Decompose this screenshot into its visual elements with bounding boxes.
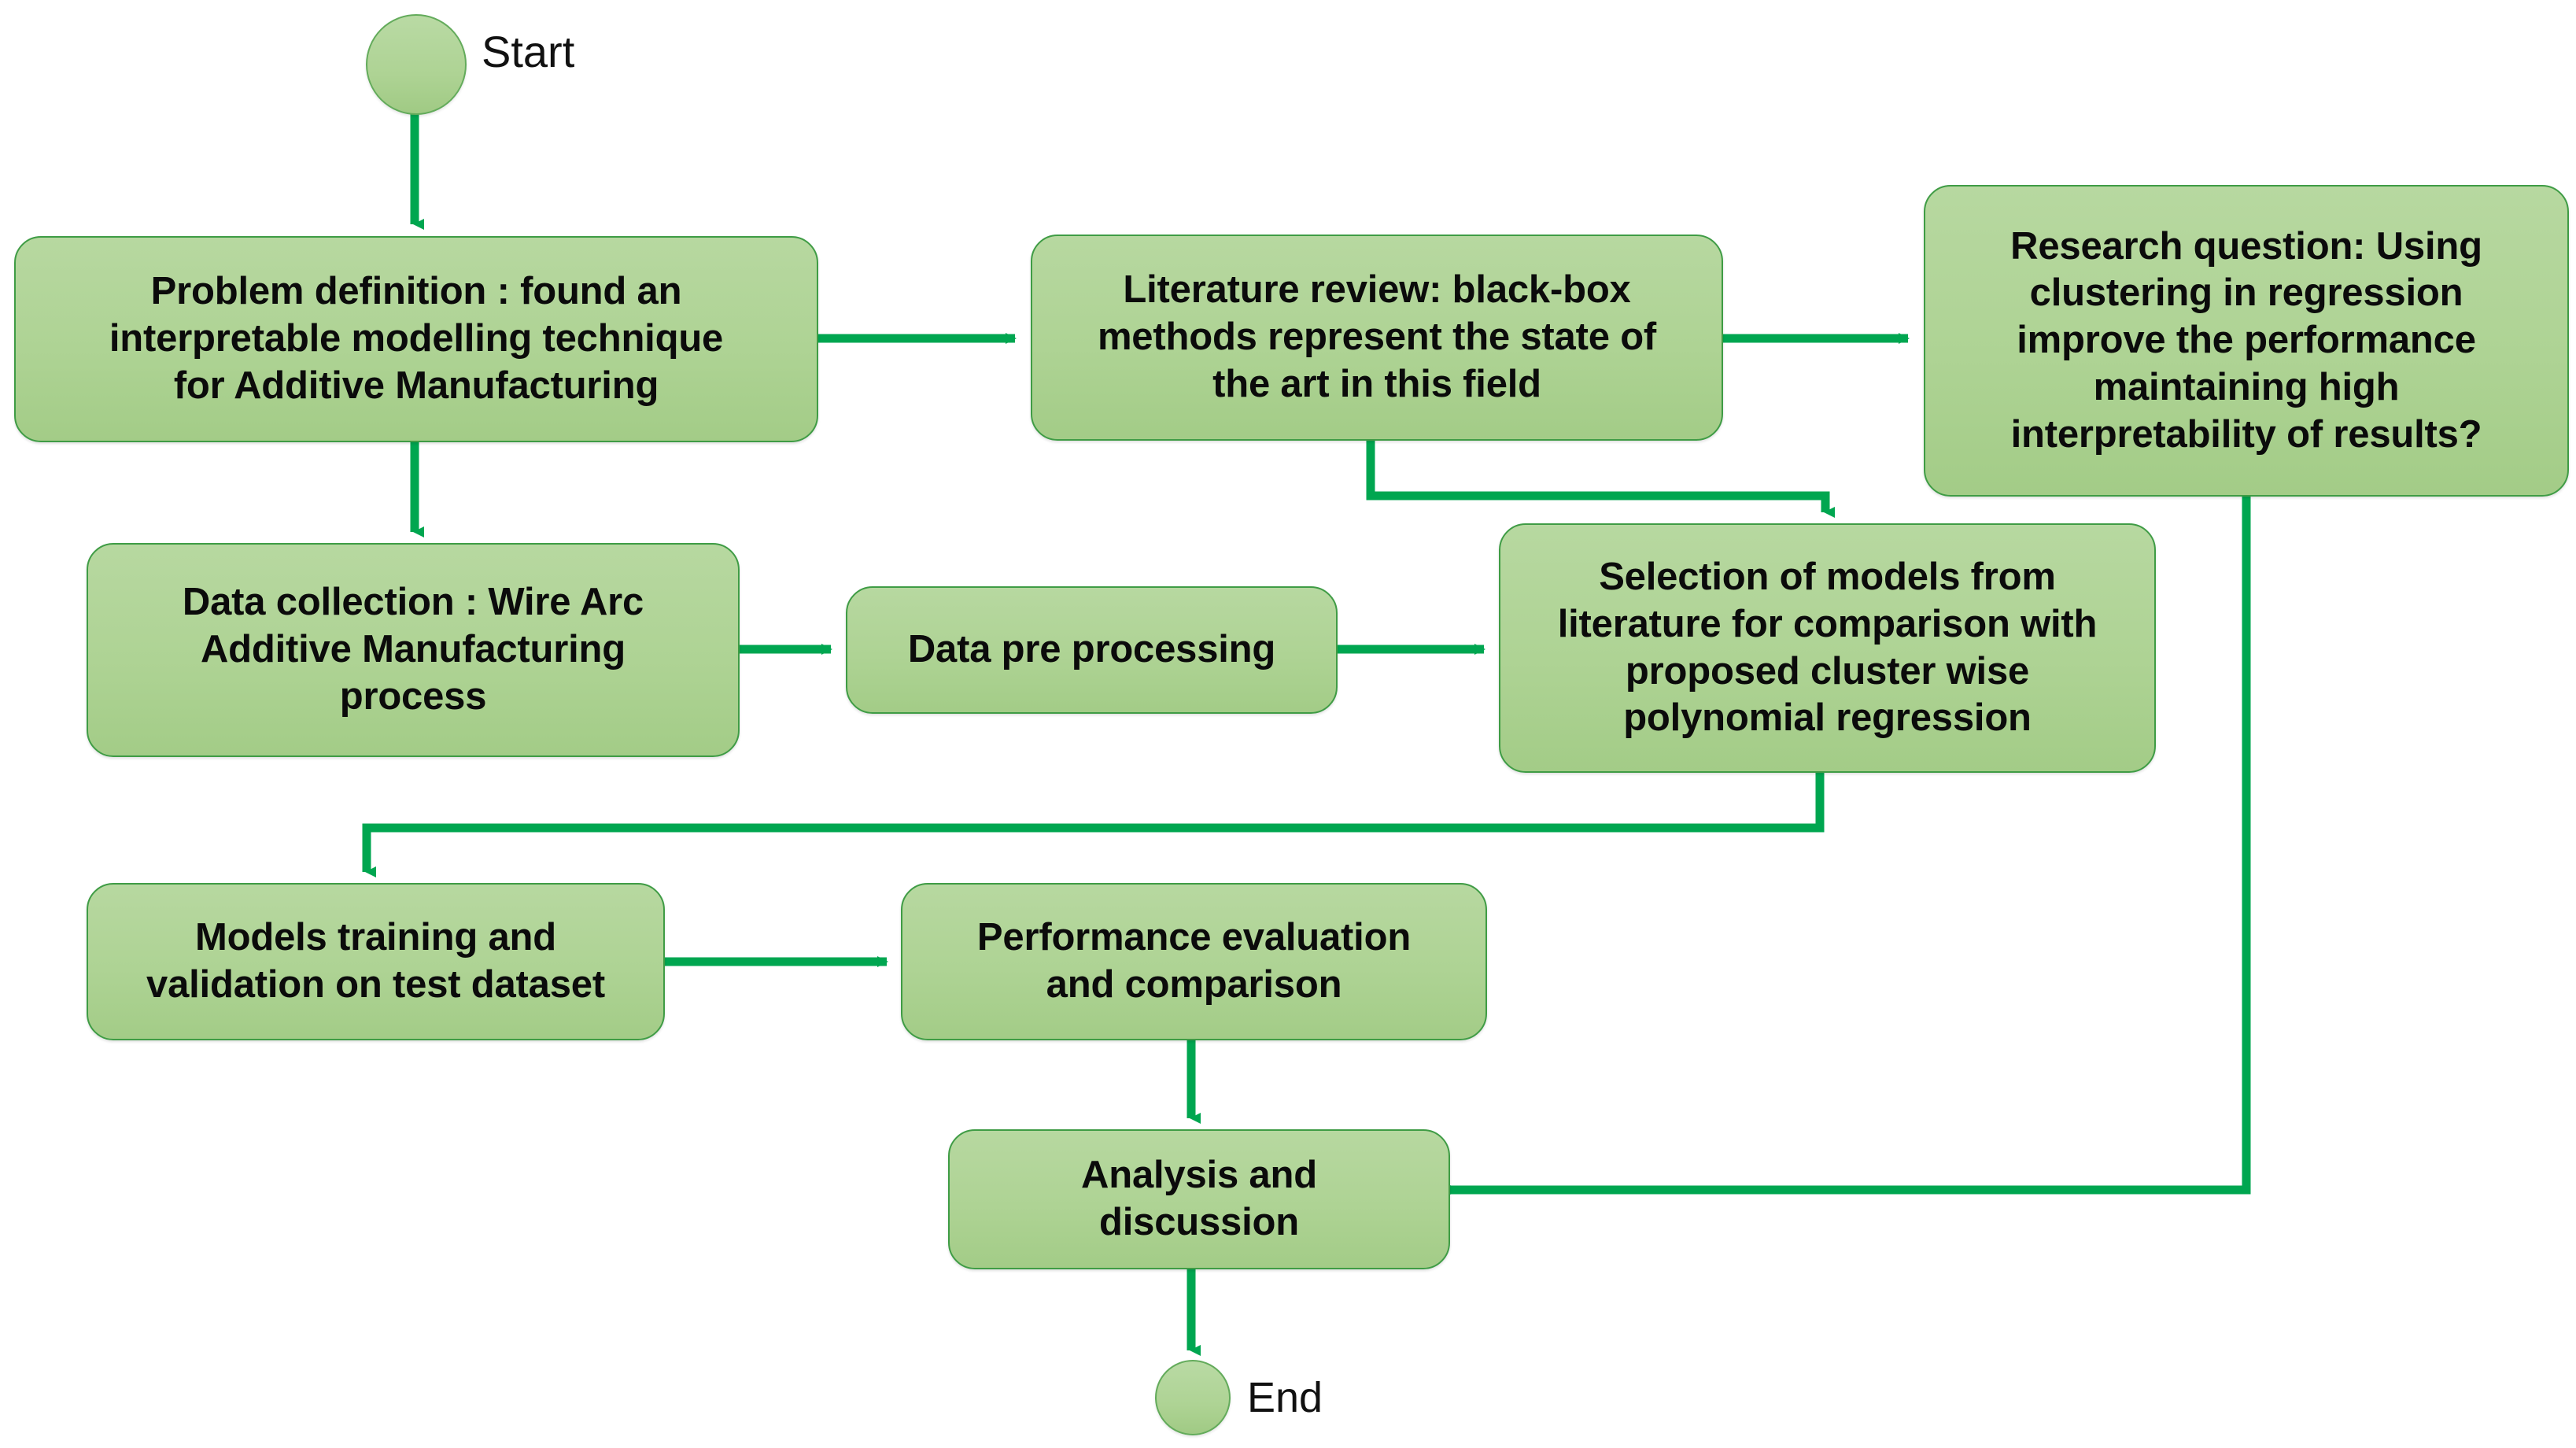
edge-selection-of-models-to-models-training [362,771,1825,877]
node-problem-definition[interactable]: Problem definition : found an interpreta… [14,236,818,442]
node-models-training[interactable]: Models training and validation on test d… [87,883,665,1040]
node-analysis-discussion[interactable]: Analysis and discussion [948,1129,1450,1269]
node-analysis-discussion-label: Analysis and discussion [1081,1154,1317,1243]
node-data-collection-label: Data collection : Wire Arc Additive Manu… [182,581,644,718]
node-literature-review-label: Literature review: black-box methods rep… [1097,268,1657,405]
node-performance-evaluation-label: Performance evaluation and comparison [976,916,1412,1006]
end-terminator-label: End [1247,1374,1323,1421]
node-data-pre-processing-label: Data pre processing [907,628,1276,671]
node-data-collection[interactable]: Data collection : Wire Arc Additive Manu… [87,543,740,757]
end-terminator[interactable] [1155,1360,1231,1435]
node-problem-definition-label: Problem definition : found an interpreta… [109,270,724,407]
node-literature-review[interactable]: Literature review: black-box methods rep… [1031,235,1723,441]
node-selection-of-models-label: Selection of models from literature for … [1557,555,2098,740]
edge-literature-review-to-selection-of-models [1366,441,1835,518]
node-selection-of-models[interactable]: Selection of models from literature for … [1499,523,2156,773]
node-data-pre-processing[interactable]: Data pre processing [846,586,1338,714]
start-terminator-label: Start [482,27,575,76]
node-models-training-label: Models training and validation on test d… [146,916,605,1006]
node-research-question-label: Research question: Using clustering in r… [2010,224,2482,456]
node-research-question[interactable]: Research question: Using clustering in r… [1924,185,2569,497]
node-performance-evaluation[interactable]: Performance evaluation and comparison [901,883,1487,1040]
start-terminator[interactable] [366,14,467,115]
